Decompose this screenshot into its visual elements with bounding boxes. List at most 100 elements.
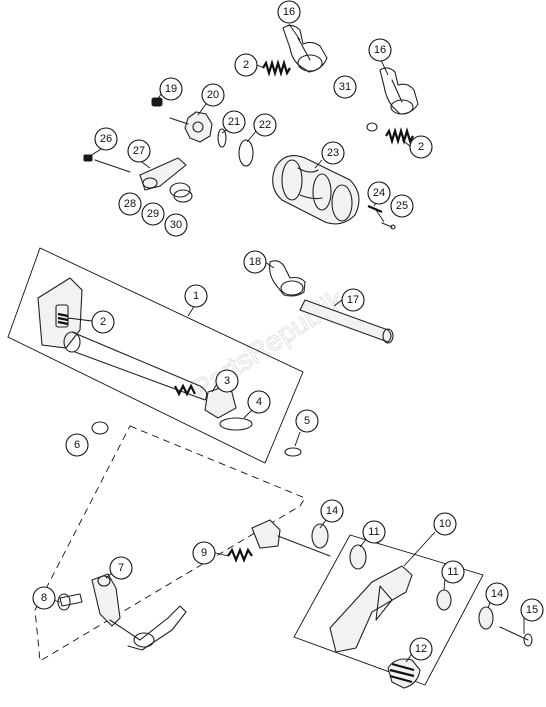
svg-text:23: 23 xyxy=(327,147,339,159)
callout-2-right: 2 xyxy=(409,135,433,159)
screw-8 xyxy=(57,593,83,611)
callout-16-upper: 16 xyxy=(277,0,301,24)
needle-bearing-21 xyxy=(217,128,227,148)
group-frame-shift-lever xyxy=(34,425,306,662)
callout-7: 7 xyxy=(109,556,133,580)
watermark-text: PartsRepublik xyxy=(186,284,350,405)
spring-upper xyxy=(262,59,291,77)
svg-text:7: 7 xyxy=(118,562,124,574)
callout-21: 21 xyxy=(222,110,246,134)
callout-25: 25 xyxy=(390,194,414,218)
callout-18: 18 xyxy=(243,250,267,274)
screw-6 xyxy=(91,421,109,435)
svg-text:14: 14 xyxy=(491,588,503,600)
svg-text:9: 9 xyxy=(201,547,207,559)
callout-20: 20 xyxy=(201,83,225,107)
svg-text:1: 1 xyxy=(193,290,199,302)
svg-text:10: 10 xyxy=(439,518,451,530)
pin-24 xyxy=(367,204,383,214)
spring-9 xyxy=(227,547,253,563)
callout-1: 1 xyxy=(184,284,208,308)
callout-22: 22 xyxy=(253,113,277,137)
svg-text:15: 15 xyxy=(526,604,538,616)
callout-11-right: 11 xyxy=(441,560,465,584)
callout-14-left: 14 xyxy=(320,499,344,523)
bearing-pin-25 xyxy=(381,222,396,230)
callout-29: 29 xyxy=(141,202,165,226)
callout-24: 24 xyxy=(367,181,391,205)
group-frame-shift-drum-locating xyxy=(293,534,484,686)
callout-31: 31 xyxy=(333,75,357,99)
svg-text:28: 28 xyxy=(124,198,136,210)
svg-text:29: 29 xyxy=(147,208,159,220)
svg-text:25: 25 xyxy=(396,200,408,212)
callout-23: 23 xyxy=(321,141,345,165)
shift-fork-right xyxy=(379,67,419,115)
svg-text:22: 22 xyxy=(259,119,271,131)
shift-fork-upper xyxy=(282,24,328,73)
callout-17: 17 xyxy=(341,288,365,312)
svg-text:2: 2 xyxy=(418,141,424,153)
svg-text:30: 30 xyxy=(170,219,182,231)
callout-12: 12 xyxy=(409,637,433,661)
callout-11-left: 11 xyxy=(362,520,386,544)
callout-10: 10 xyxy=(433,512,457,536)
shift-lever-assembly xyxy=(91,573,187,651)
callout-16-right: 16 xyxy=(368,38,392,62)
callout-26: 26 xyxy=(94,127,118,151)
svg-text:20: 20 xyxy=(207,89,219,101)
svg-text:16: 16 xyxy=(374,44,386,56)
svg-text:3: 3 xyxy=(224,375,230,387)
svg-text:17: 17 xyxy=(347,294,359,306)
callout-6: 6 xyxy=(65,433,89,457)
svg-text:4: 4 xyxy=(256,396,262,408)
locking-lever-10 xyxy=(329,565,413,653)
callout-3: 3 xyxy=(215,369,239,393)
svg-text:26: 26 xyxy=(100,133,112,145)
callout-14-right: 14 xyxy=(485,582,509,606)
svg-text:12: 12 xyxy=(415,643,427,655)
callout-30: 30 xyxy=(164,213,188,237)
svg-text:5: 5 xyxy=(304,415,310,427)
callout-2-upper: 2 xyxy=(234,53,258,77)
callout-15: 15 xyxy=(520,598,544,622)
callout-5: 5 xyxy=(295,409,319,433)
callout-9: 9 xyxy=(192,541,216,565)
svg-text:6: 6 xyxy=(74,439,80,451)
svg-text:19: 19 xyxy=(165,83,177,95)
svg-text:8: 8 xyxy=(41,592,47,604)
washer-14-right xyxy=(478,606,494,630)
bushing-11-right xyxy=(436,589,452,611)
locking-screw-19 xyxy=(151,97,163,107)
callout-19: 19 xyxy=(159,77,183,101)
shift-drum-23 xyxy=(272,155,360,225)
group-frame-shift-shaft xyxy=(7,247,304,464)
svg-text:18: 18 xyxy=(249,256,261,268)
shift-drum-star-20 xyxy=(169,111,213,143)
bushing-11-left xyxy=(349,544,367,570)
washer-14-left xyxy=(311,523,329,549)
svg-text:2: 2 xyxy=(243,59,249,71)
shift-fork-18 xyxy=(269,260,306,297)
retaining-ring-fork xyxy=(366,122,378,132)
svg-text:16: 16 xyxy=(283,6,295,18)
washer-22 xyxy=(238,139,254,167)
svg-text:24: 24 xyxy=(373,187,385,199)
svg-text:2: 2 xyxy=(100,316,106,328)
locking-lever-assembly xyxy=(83,154,193,203)
callout-4: 4 xyxy=(247,390,271,414)
svg-text:27: 27 xyxy=(133,145,145,157)
svg-text:31: 31 xyxy=(339,81,351,93)
callout-2-shaft: 2 xyxy=(91,310,115,334)
spring-right xyxy=(385,127,414,145)
callout-8: 8 xyxy=(32,586,56,610)
callout-27: 27 xyxy=(127,139,151,163)
shift-shaft-assembly xyxy=(37,277,302,457)
locking-pin-assembly xyxy=(251,519,331,557)
spring-12 xyxy=(387,658,421,689)
svg-text:21: 21 xyxy=(228,116,240,128)
callout-28: 28 xyxy=(118,192,142,216)
svg-text:11: 11 xyxy=(368,526,379,538)
svg-text:14: 14 xyxy=(326,505,338,517)
